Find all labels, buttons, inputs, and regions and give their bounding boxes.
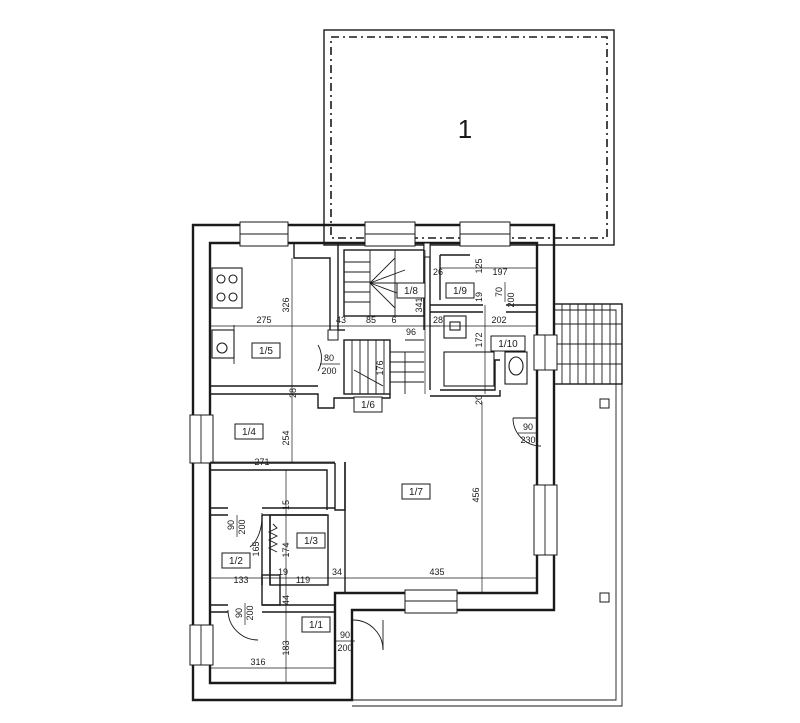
- door-90-200-c-height: 200: [337, 643, 352, 653]
- dim-19-b: 19: [278, 567, 288, 577]
- dim-44: 44: [281, 595, 291, 605]
- dim-174: 174: [281, 542, 291, 557]
- dim-34: 34: [332, 567, 342, 577]
- dim-316: 316: [250, 657, 265, 667]
- dim-254: 254: [281, 430, 291, 445]
- room-label-1-2: 1/2: [229, 556, 243, 567]
- dim-133: 133: [233, 575, 248, 585]
- door-80-200-height: 200: [321, 366, 336, 376]
- pillars: [327, 242, 431, 341]
- dimension-lines: [210, 250, 537, 683]
- door-70-200-height: 200: [506, 292, 516, 307]
- room-label-1-8: 1/8: [404, 286, 418, 297]
- dim-435: 435: [429, 567, 444, 577]
- room-label-1-10: 1/10: [498, 339, 518, 350]
- radiator-icon: [267, 523, 279, 553]
- door-90-200-c-width: 90: [340, 630, 350, 640]
- room-label-1-4: 1/4: [242, 427, 256, 438]
- door-90-200-a-width: 90: [226, 520, 236, 530]
- door-90-230-width: 90: [523, 422, 533, 432]
- windows: [189, 221, 558, 666]
- dim-176: 176: [375, 360, 385, 375]
- room-labels: 1/1 1/2 1/3 1/4 1/5 1/6 1/7 1/8 1/9 1/10: [221, 282, 526, 633]
- door-90-200-b-width: 90: [234, 608, 244, 618]
- dim-6: 6: [391, 315, 396, 325]
- room-label-1-7: 1/7: [409, 487, 423, 498]
- doors: [227, 344, 542, 651]
- dim-28-b: 28: [288, 388, 298, 398]
- dim-326: 326: [281, 297, 291, 312]
- dim-183: 183: [281, 640, 291, 655]
- room-label-1-3: 1/3: [304, 536, 318, 547]
- dim-172: 172: [474, 332, 484, 347]
- room-label-1-9: 1/9: [453, 286, 467, 297]
- interior-stair: [344, 250, 424, 394]
- dim-197: 197: [492, 267, 507, 277]
- dim-341: 341: [414, 297, 424, 312]
- dim-271: 271: [254, 457, 269, 467]
- dim-43: 43: [336, 315, 346, 325]
- dim-125: 125: [474, 258, 484, 273]
- dim-202: 202: [491, 315, 506, 325]
- exterior-stair: [553, 303, 623, 385]
- dim-456: 456: [471, 487, 481, 502]
- room-label-1-5: 1/5: [259, 346, 273, 357]
- dim-28-a: 28: [433, 315, 443, 325]
- dim-20: 20: [474, 395, 484, 405]
- terrace: 1: [323, 29, 615, 246]
- dim-275: 275: [256, 315, 271, 325]
- dim-85: 85: [366, 315, 376, 325]
- shower-icon: [443, 351, 495, 387]
- door-90-200-b-height: 200: [245, 605, 255, 620]
- dim-19: 19: [474, 292, 484, 302]
- dim-165: 165: [251, 541, 261, 556]
- terrace-label: 1: [458, 114, 472, 144]
- dim-119: 119: [296, 575, 310, 585]
- dimension-numbers: 326 275 43 85 6 341 28 96 202 172 176 20…: [233, 258, 507, 667]
- room-label-1-6: 1/6: [361, 400, 375, 411]
- stove-icon: [211, 267, 243, 309]
- dim-96: 96: [406, 327, 416, 337]
- kitchen-fixtures: [211, 267, 243, 364]
- dim-26: 26: [433, 267, 443, 277]
- outer-walls: [191, 223, 556, 702]
- door-80-200-width: 80: [324, 353, 334, 363]
- room-label-1-1: 1/1: [309, 620, 323, 631]
- door-labels: 80 200 70 200 90 230 90 200 90 200 90 20…: [226, 282, 538, 653]
- door-90-200-a-height: 200: [237, 519, 247, 534]
- door-70-200-width: 70: [494, 287, 504, 297]
- door-90-230-height: 230: [520, 435, 535, 445]
- dim-15: 15: [281, 500, 291, 510]
